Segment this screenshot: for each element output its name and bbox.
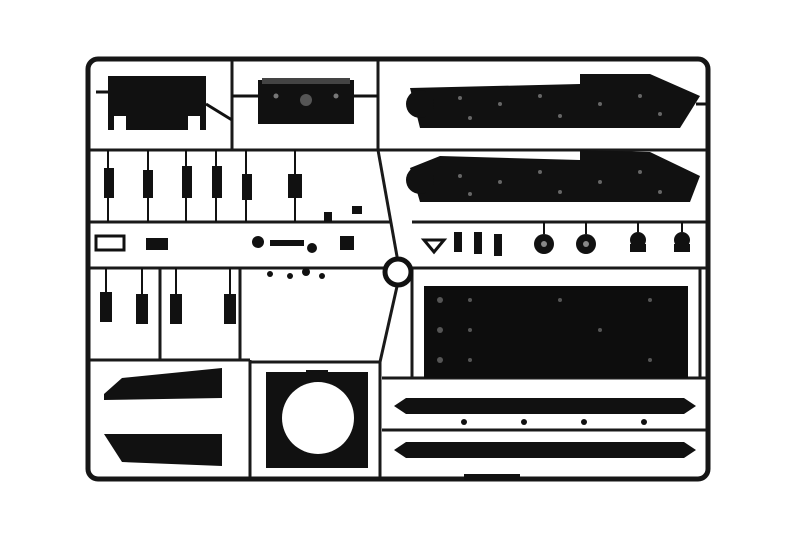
sprue-outer-frame xyxy=(85,56,711,482)
hull-floor-plate xyxy=(424,286,688,378)
road-wheel-hubs xyxy=(420,222,690,256)
track-guard-lower xyxy=(394,442,696,480)
sprue-gate-ring xyxy=(382,256,414,288)
sprue-runners xyxy=(90,61,706,477)
hull-top-left-panel xyxy=(96,76,233,130)
side-skirt-upper xyxy=(406,74,706,128)
glacis-plate-lower xyxy=(104,434,222,466)
small-fittings-row xyxy=(94,150,362,324)
side-skirt-lower xyxy=(406,150,700,202)
track-guard-upper xyxy=(394,398,696,425)
turret-deck-plate xyxy=(232,78,378,124)
turret-ring-plate xyxy=(266,370,368,468)
glacis-plate-upper xyxy=(104,368,222,400)
